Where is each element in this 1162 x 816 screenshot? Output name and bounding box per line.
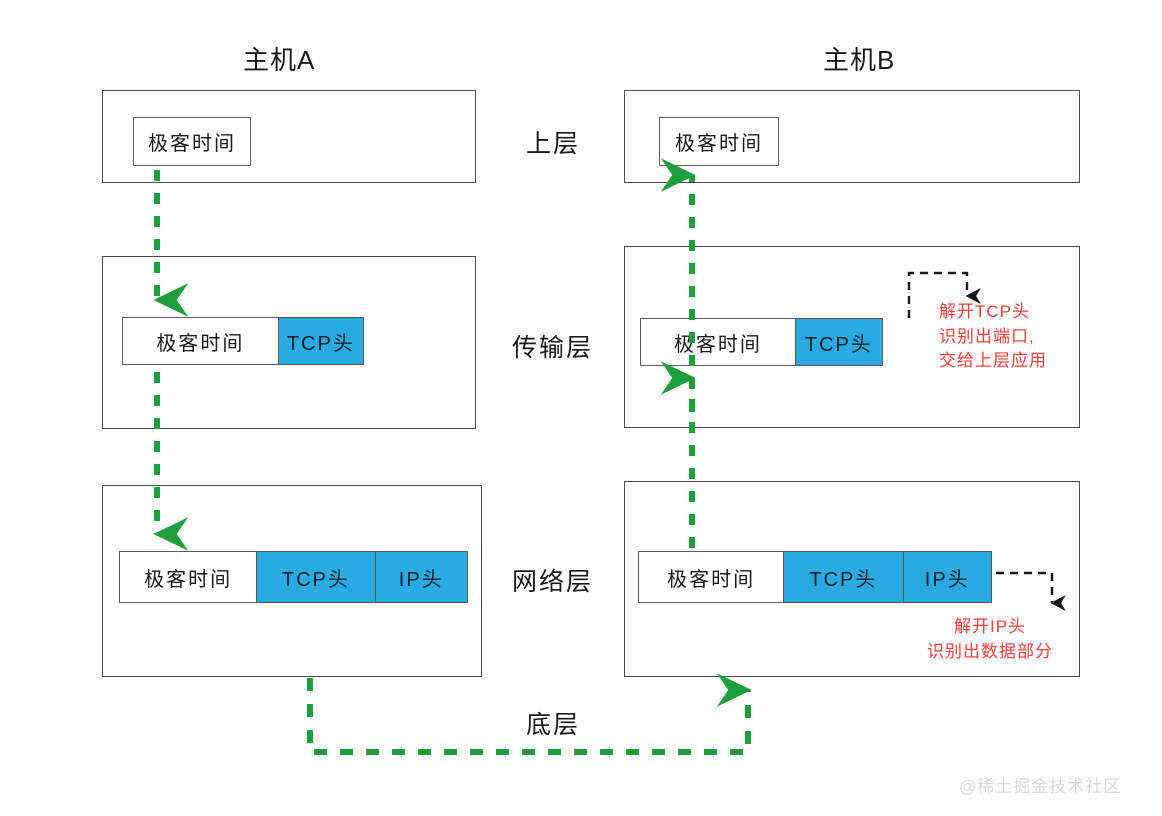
packet-segment-payload: 极客时间 (639, 552, 784, 602)
note-line: 识别出端口, (939, 326, 1035, 346)
packet-segment-payload: 极客时间 (134, 118, 250, 165)
packet-segment-payload: 极客时间 (120, 552, 257, 602)
packet-segment-payload: 极客时间 (641, 319, 795, 365)
note-network-decapsulation: 解开IP头 识别出数据部分 (927, 615, 1053, 664)
packet-segment-tcp-header: TCP头 (277, 318, 363, 364)
layer-label-network: 网络层 (511, 568, 593, 596)
layer-label-bottom: 底层 (525, 711, 580, 739)
layer-label-transport: 传输层 (511, 334, 593, 362)
note-transport-decapsulation: 解开TCP头 识别出端口, 交给上层应用 (939, 300, 1047, 374)
note-line: 解开IP头 (953, 617, 1027, 636)
packet-segment-tcp-header: TCP头 (783, 552, 903, 602)
host-b-title: 主机B (823, 45, 896, 75)
host-a-transport-packet: 极客时间 TCP头 (122, 317, 364, 365)
note-line: 交给上层应用 (939, 351, 1047, 371)
packet-segment-tcp-header: TCP头 (256, 552, 375, 602)
packet-segment-tcp-header: TCP头 (794, 319, 882, 365)
packet-segment-payload: 极客时间 (123, 318, 278, 364)
host-b-upper-packet: 极客时间 (659, 117, 779, 166)
packet-segment-ip-header: IP头 (374, 552, 467, 602)
host-a-title: 主机A (243, 45, 316, 75)
packet-segment-payload: 极客时间 (660, 118, 778, 165)
packet-segment-ip-header: IP头 (902, 552, 991, 602)
note-line: 识别出数据部分 (927, 641, 1053, 661)
layer-label-upper: 上层 (525, 130, 580, 158)
watermark: @稀土掘金技术社区 (959, 777, 1122, 796)
host-b-transport-packet: 极客时间 TCP头 (640, 318, 883, 366)
host-a-network-packet: 极客时间 TCP头 IP头 (119, 551, 468, 603)
host-a-upper-packet: 极客时间 (133, 117, 251, 166)
note-line: 解开TCP头 (939, 302, 1030, 321)
host-b-network-packet: 极客时间 TCP头 IP头 (638, 551, 992, 603)
